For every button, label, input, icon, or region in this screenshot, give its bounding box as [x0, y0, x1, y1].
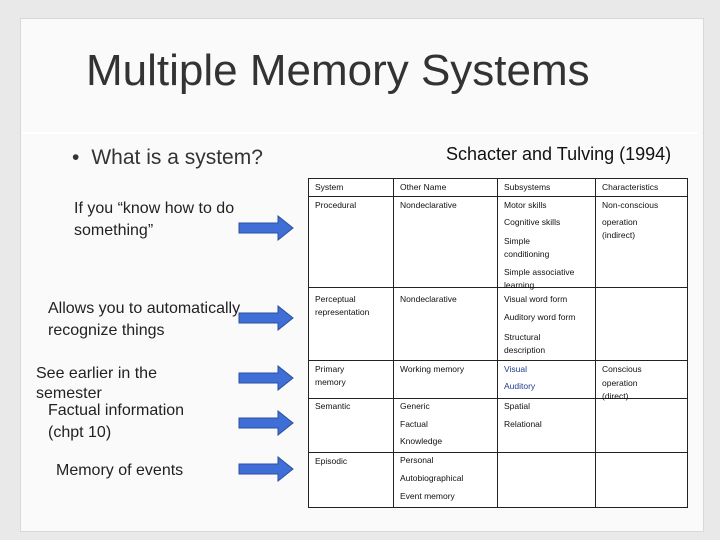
table-border	[308, 507, 688, 508]
cell-cognitive-skills: Cognitive skills	[504, 217, 561, 227]
arrow-right-icon	[238, 410, 294, 436]
header-other-name: Other Name	[400, 182, 447, 192]
table-column-divider	[595, 178, 596, 508]
table-column-divider	[393, 178, 394, 508]
cell-line: Simple	[504, 236, 530, 246]
cell-auditory: Auditory	[504, 381, 536, 391]
memory-systems-table: System Other Name Subsystems Characteris…	[308, 178, 688, 508]
slide-title: Multiple Memory Systems	[86, 46, 590, 95]
cell-line: Perceptual	[315, 294, 356, 304]
cell-primary-memory: Primary memory	[315, 363, 346, 389]
cell-simple-associative-learning: Simple associative learning	[504, 266, 574, 292]
table-column-divider	[497, 178, 498, 508]
table-row-divider	[308, 287, 688, 288]
note-semantic: Factual information (chpt 10)	[48, 400, 184, 444]
cell-factual: Factual	[400, 419, 428, 429]
bullet-dot-icon: •	[72, 146, 80, 169]
arrow-right-icon	[238, 215, 294, 241]
note-line: See earlier in the	[36, 365, 157, 382]
cell-line: operation	[602, 217, 638, 227]
arrow-right-icon	[238, 365, 294, 391]
table-border	[308, 178, 309, 508]
cell-relational: Relational	[504, 419, 542, 429]
cell-generic: Generic	[400, 401, 430, 411]
cell-line: Non-conscious	[602, 200, 659, 210]
cell-line: (direct)	[602, 391, 629, 401]
citation: Schacter and Tulving (1994)	[446, 144, 672, 164]
cell-line: Primary	[315, 364, 345, 374]
bullet-text: What is a system?	[91, 146, 263, 169]
note-line: Memory of events	[56, 462, 184, 479]
note-episodic: Memory of events	[56, 460, 183, 482]
cell-line: conditioning	[504, 249, 550, 259]
cell-visual-word-form: Visual word form	[504, 294, 568, 304]
cell-conscious-operation: Conscious operation (direct)	[602, 363, 642, 403]
note-line: Factual information	[48, 402, 185, 419]
cell-line: representation	[315, 307, 370, 317]
note-perceptual: Allows you to automatically recognize th…	[48, 298, 240, 342]
cell-event-memory: Event memory	[400, 491, 455, 501]
cell-spatial: Spatial	[504, 401, 530, 411]
note-primary: See earlier in the semester	[36, 364, 157, 404]
cell-nonconscious-operation: Non-conscious operation (indirect)	[602, 199, 658, 242]
cell-line: learning	[504, 280, 535, 290]
table-row-divider	[308, 398, 688, 399]
cell-personal: Personal	[400, 455, 434, 465]
cell-nondeclarative: Nondeclarative	[400, 294, 457, 304]
table-border	[687, 178, 688, 508]
arrow-right-icon	[238, 456, 294, 482]
cell-line: Conscious	[602, 364, 642, 374]
table-row-divider	[308, 452, 688, 453]
cell-auditory-word-form: Auditory word form	[504, 312, 576, 322]
cell-autobiographical: Autobiographical	[400, 473, 464, 483]
cell-nondeclarative: Nondeclarative	[400, 200, 457, 210]
note-line: (chpt 10)	[48, 424, 112, 441]
cell-semantic: Semantic	[315, 401, 351, 411]
header-subsystems: Subsystems	[504, 182, 551, 192]
cell-perceptual-representation: Perceptual representation	[315, 293, 369, 319]
cell-line: description	[504, 345, 546, 355]
table-row-divider	[308, 196, 688, 197]
note-line: Allows you to automatically	[48, 300, 241, 317]
cell-line: Structural	[504, 332, 541, 342]
cell-line: Simple associative	[504, 267, 575, 277]
note-line: something”	[74, 222, 154, 239]
cell-knowledge: Knowledge	[400, 436, 443, 446]
cell-line: (indirect)	[602, 230, 636, 240]
bullet-question: • What is a system?	[72, 146, 263, 170]
cell-working-memory: Working memory	[400, 364, 465, 374]
cell-motor-skills: Motor skills	[504, 200, 547, 210]
table-border	[308, 178, 688, 179]
header-system: System	[315, 182, 344, 192]
note-line: If you “know how to do	[74, 200, 235, 217]
cell-simple-conditioning: Simple conditioning	[504, 235, 549, 261]
cell-episodic: Episodic	[315, 456, 348, 466]
cell-procedural: Procedural	[315, 200, 357, 210]
header-characteristics: Characteristics	[602, 182, 659, 192]
note-line: semester	[36, 385, 102, 402]
arrow-right-icon	[238, 305, 294, 331]
title-divider	[22, 132, 698, 134]
table-row-divider	[308, 360, 688, 361]
cell-visual: Visual	[504, 364, 527, 374]
cell-structural-description: Structural description	[504, 331, 545, 357]
note-line: recognize things	[48, 322, 165, 339]
cell-line: memory	[315, 377, 346, 387]
cell-line: operation	[602, 378, 638, 388]
note-procedural: If you “know how to do something”	[74, 198, 234, 242]
